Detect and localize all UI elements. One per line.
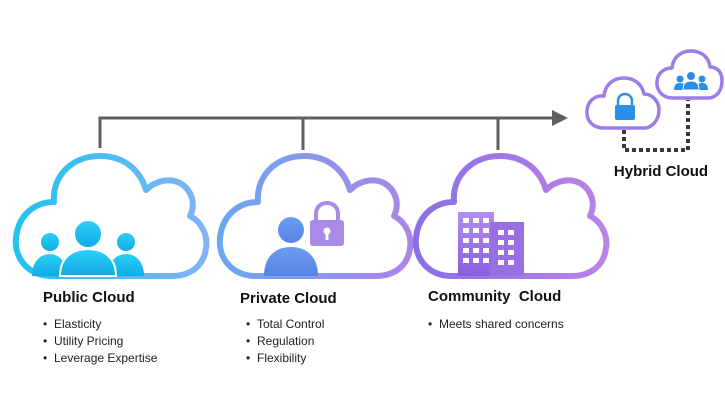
- public-cloud-bullets: Elasticity Utility Pricing Leverage Expe…: [43, 316, 157, 367]
- connector-arrow: [98, 116, 560, 150]
- list-item: Meets shared concerns: [428, 316, 564, 333]
- list-item: Total Control: [246, 316, 324, 333]
- arrow-head-icon: [552, 110, 568, 126]
- list-item: Flexibility: [246, 350, 324, 367]
- public-cloud-shape: [12, 153, 210, 279]
- community-cloud-bullets: Meets shared concerns: [428, 316, 564, 333]
- private-cloud-bullets: Total Control Regulation Flexibility: [246, 316, 324, 367]
- building-icon: [458, 212, 524, 276]
- list-item: Regulation: [246, 333, 324, 350]
- users-icon: [32, 219, 144, 277]
- list-item: Utility Pricing: [43, 333, 157, 350]
- hybrid-dashed-link: [622, 100, 690, 152]
- private-cloud-shape: [216, 153, 414, 279]
- user-lock-icon: [264, 200, 344, 276]
- community-cloud-title: Community Cloud: [428, 288, 562, 305]
- hybrid-cloud-lock: [585, 76, 661, 130]
- hybrid-cloud-users: [655, 49, 724, 100]
- hybrid-cloud-title: Hybrid Cloud: [614, 163, 708, 180]
- private-cloud-title: Private Cloud: [240, 290, 337, 307]
- public-cloud-title: Public Cloud: [43, 289, 135, 306]
- list-item: Leverage Expertise: [43, 350, 157, 367]
- list-item: Elasticity: [43, 316, 157, 333]
- community-cloud-shape: [412, 153, 610, 279]
